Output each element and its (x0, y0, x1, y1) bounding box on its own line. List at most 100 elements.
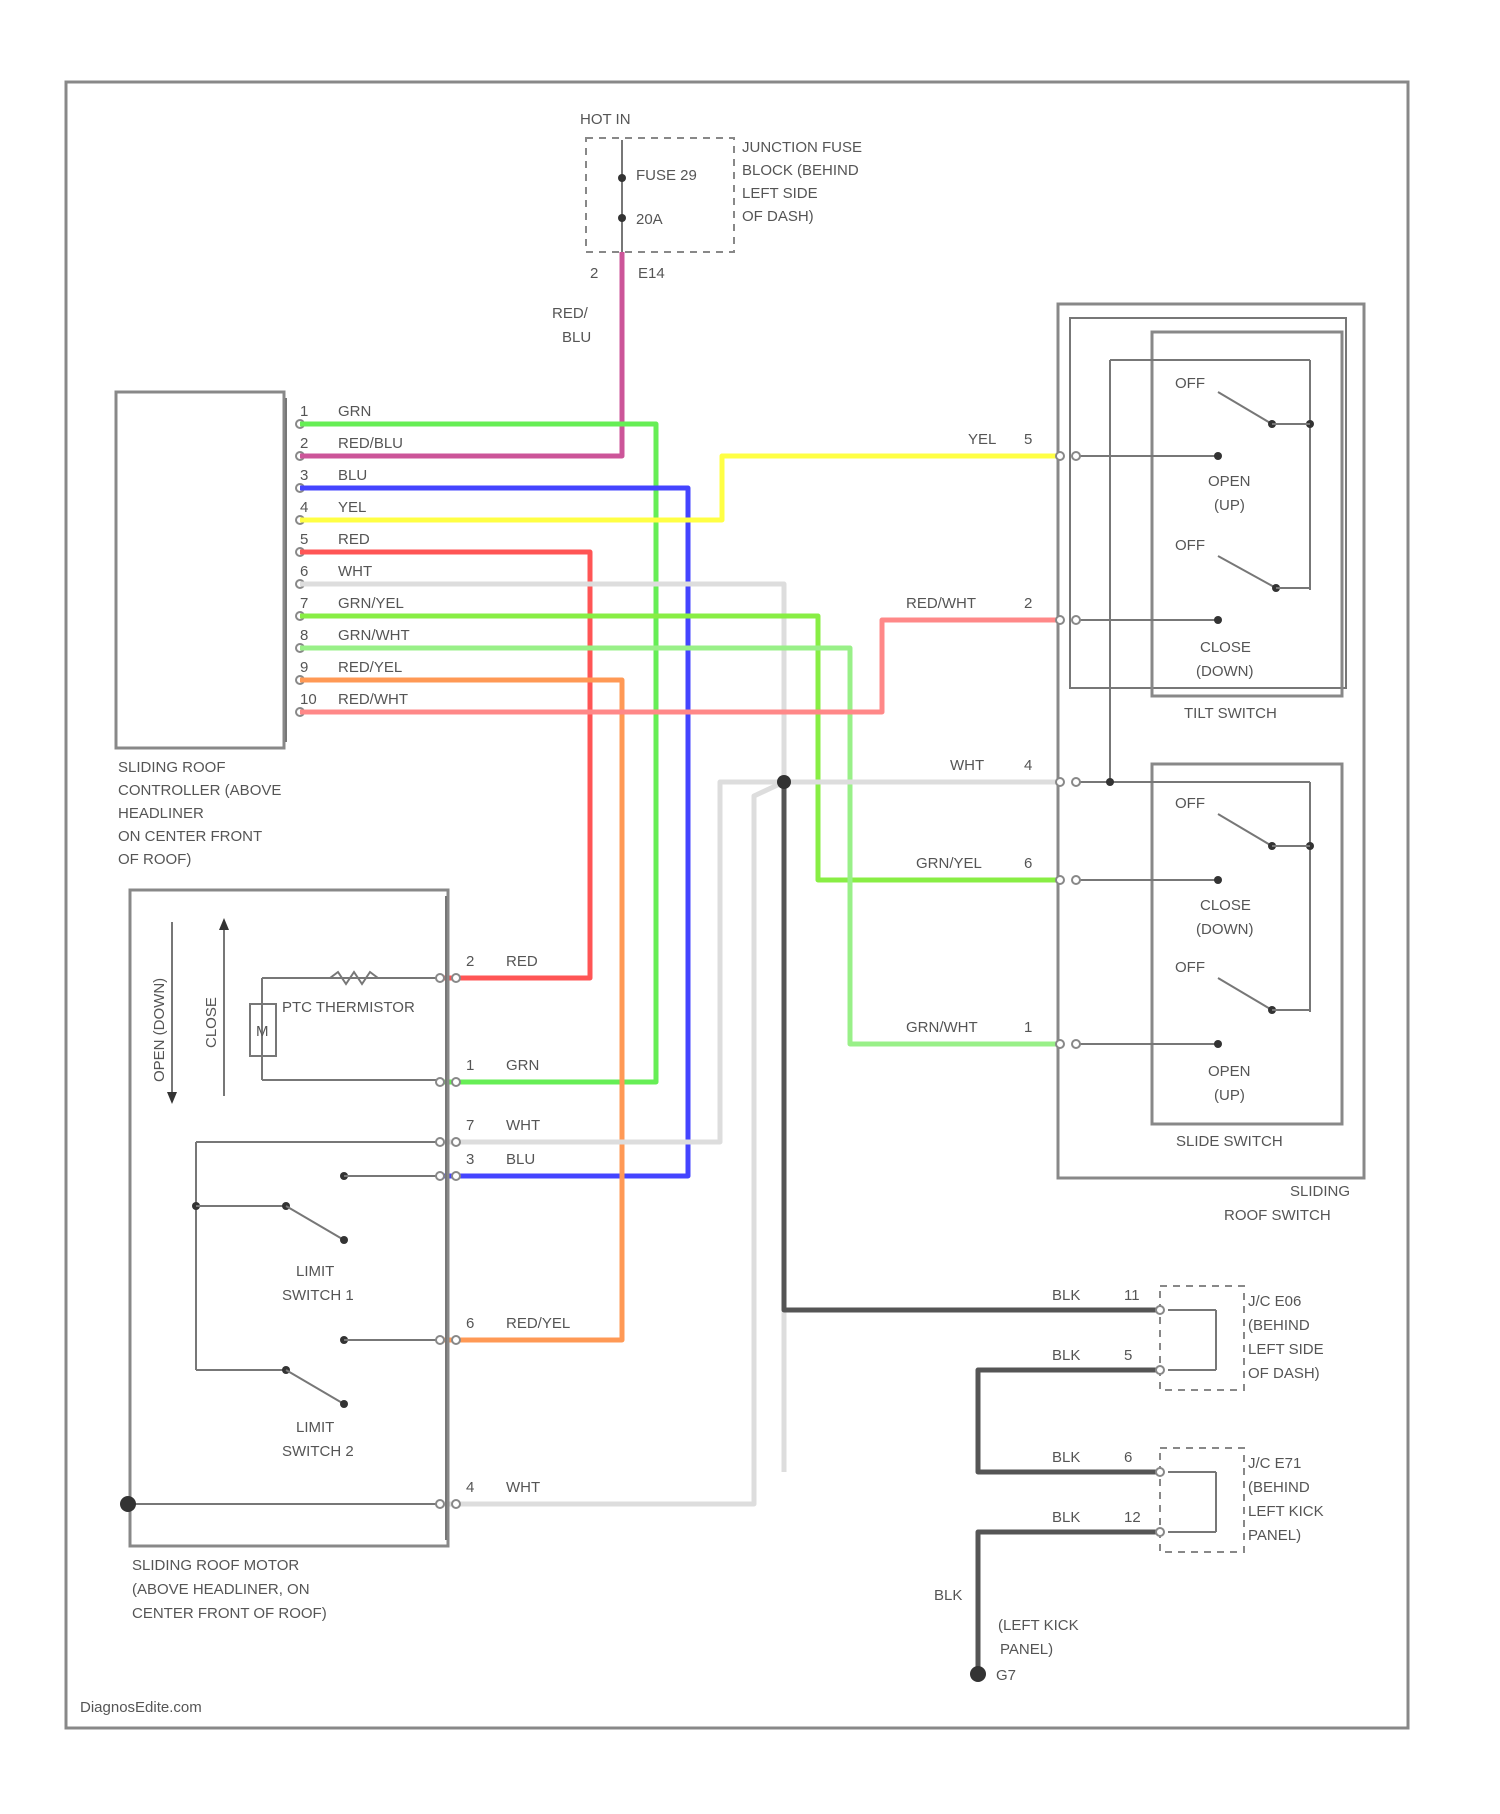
wht-splice-dot (777, 775, 791, 789)
fuse-wire-color-2: BLU (562, 329, 591, 346)
fuse-location-3: LEFT SIDE (742, 185, 818, 202)
ground-pin-number: 11 (1124, 1287, 1140, 1304)
motor-pin-number: 2 (466, 953, 474, 970)
slide-open-1: OPEN (1208, 1063, 1251, 1080)
wires (300, 252, 1160, 1674)
fuse-location-4: OF DASH) (742, 208, 814, 225)
roof-switch-pin-number: 2 (1024, 595, 1032, 612)
motor-pin-color: RED (506, 953, 538, 970)
ptc-thermistor-label: PTC THERMISTOR (282, 999, 415, 1016)
motor-pin-terminal (436, 1078, 444, 1086)
fuse-name: FUSE 29 (636, 167, 697, 184)
roof-switch-terminal (1072, 1040, 1080, 1048)
controller-pin-number: 3 (300, 467, 308, 484)
jc2-label-2: (BEHIND (1248, 1479, 1310, 1496)
roof-switch-wire-color: YEL (968, 431, 996, 448)
motor-label-1: SLIDING ROOF MOTOR (132, 1557, 299, 1574)
motor-pin-number: 1 (466, 1057, 474, 1074)
fuse-location-2: BLOCK (BEHIND (742, 162, 859, 179)
roof-switch-wire-color: WHT (950, 757, 984, 774)
motor-pin-number: 3 (466, 1151, 474, 1168)
controller-pin-color: GRN/WHT (338, 627, 410, 644)
ground-pin-number: 12 (1124, 1509, 1141, 1526)
roof-switch-outer-box (1058, 304, 1364, 1178)
ground-location-2: PANEL) (1000, 1641, 1053, 1658)
motor-pin-terminal (436, 1138, 444, 1146)
controller-pin-number: 10 (300, 691, 317, 708)
ground-location-1: (LEFT KICK (998, 1617, 1079, 1634)
motor-pin-color: RED/YEL (506, 1315, 570, 1332)
roof-switch-wire-color: GRN/YEL (916, 855, 982, 872)
roof-switch-pin-number: 4 (1024, 757, 1032, 774)
slide-close-2: (DOWN) (1196, 921, 1253, 938)
motor-pin-terminal (452, 1336, 460, 1344)
roof-switch-pin-number: 1 (1024, 1019, 1032, 1036)
roof-switch-wire-color: RED/WHT (906, 595, 976, 612)
wire-grn-wht (300, 648, 1060, 1044)
jc1-label-4: OF DASH) (1248, 1365, 1320, 1382)
tilt-close-2: (DOWN) (1196, 663, 1253, 680)
limit-switch-2-label-2: SWITCH 2 (282, 1443, 354, 1460)
roof-switch-terminal (1056, 876, 1064, 884)
controller-pin-number: 9 (300, 659, 308, 676)
tilt-switch-label: TILT SWITCH (1184, 705, 1277, 722)
motor-pin-color: WHT (506, 1117, 540, 1134)
motor-pin-terminal (452, 1078, 460, 1086)
motor-label-3: CENTER FRONT OF ROOF) (132, 1605, 327, 1622)
motor-pins: 2RED1GRN7WHT3BLU6RED/YEL4WHT (436, 953, 570, 1508)
tilt-open-2: (UP) (1214, 497, 1245, 514)
jc1-label-2: (BEHIND (1248, 1317, 1310, 1334)
motor-pin-terminal (452, 974, 460, 982)
roof-switch-label-1: SLIDING (1290, 1183, 1350, 1200)
controller-pin-color: BLU (338, 467, 367, 484)
controller-pin-number: 1 (300, 403, 308, 420)
fuse-connector: E14 (638, 265, 665, 282)
controller-pin-color: GRN (338, 403, 371, 420)
roof-switch-pin-number: 5 (1024, 431, 1032, 448)
controller-pin-color: RED/BLU (338, 435, 403, 452)
motor-pin-terminal (436, 1172, 444, 1180)
slide-open-2: (UP) (1214, 1087, 1245, 1104)
motor-pin-terminal (436, 1336, 444, 1344)
jc1-label-3: LEFT SIDE (1248, 1341, 1324, 1358)
motor-pin-number: 6 (466, 1315, 474, 1332)
ground-wire-color: BLK (1052, 1347, 1080, 1364)
roof-switch-label-2: ROOF SWITCH (1224, 1207, 1331, 1224)
ground-blk-label: BLK (934, 1587, 962, 1604)
motor-pin-terminal (452, 1138, 460, 1146)
jc-e06-box (1160, 1286, 1244, 1390)
controller-pin-color: GRN/YEL (338, 595, 404, 612)
wire-blu (300, 488, 688, 1176)
ground-terminal (1156, 1366, 1164, 1374)
controller-pin-number: 6 (300, 563, 308, 580)
motor-pin-color: GRN (506, 1057, 539, 1074)
ground-pin-number: 6 (1124, 1449, 1132, 1466)
roof-switch-terminal (1056, 452, 1064, 460)
controller-label-3: HEADLINER (118, 805, 204, 822)
tilt-close-1: CLOSE (1200, 639, 1251, 656)
open-down-label: OPEN (DOWN) (151, 978, 168, 1082)
fuse-block: HOT IN FUSE 29 20A JUNCTION FUSE BLOCK (… (552, 111, 862, 346)
fuse-wire-color-1: RED/ (552, 305, 589, 322)
motor-pin-terminal (436, 974, 444, 982)
limit-switch-1-label-2: SWITCH 1 (282, 1287, 354, 1304)
tilt-open-1: OPEN (1208, 473, 1251, 490)
ground-point-icon (970, 1666, 986, 1682)
slide-off-2: OFF (1175, 959, 1205, 976)
ground-id: G7 (996, 1667, 1016, 1684)
roof-switch-terminal (1056, 1040, 1064, 1048)
roof-switch-terminal (1072, 778, 1080, 786)
ground-terminal (1156, 1468, 1164, 1476)
ground-terminal (1156, 1306, 1164, 1314)
controller-label-2: CONTROLLER (ABOVE (118, 782, 281, 799)
ground-wire-color: BLK (1052, 1509, 1080, 1526)
controller-box (116, 392, 284, 748)
controller-pin-number: 5 (300, 531, 308, 548)
ground-wire-color: BLK (1052, 1449, 1080, 1466)
slide-switch-label: SLIDE SWITCH (1176, 1133, 1283, 1150)
roof-switch-wire-color: GRN/WHT (906, 1019, 978, 1036)
controller-pin-number: 4 (300, 499, 308, 516)
roof-switch-terminal (1072, 452, 1080, 460)
